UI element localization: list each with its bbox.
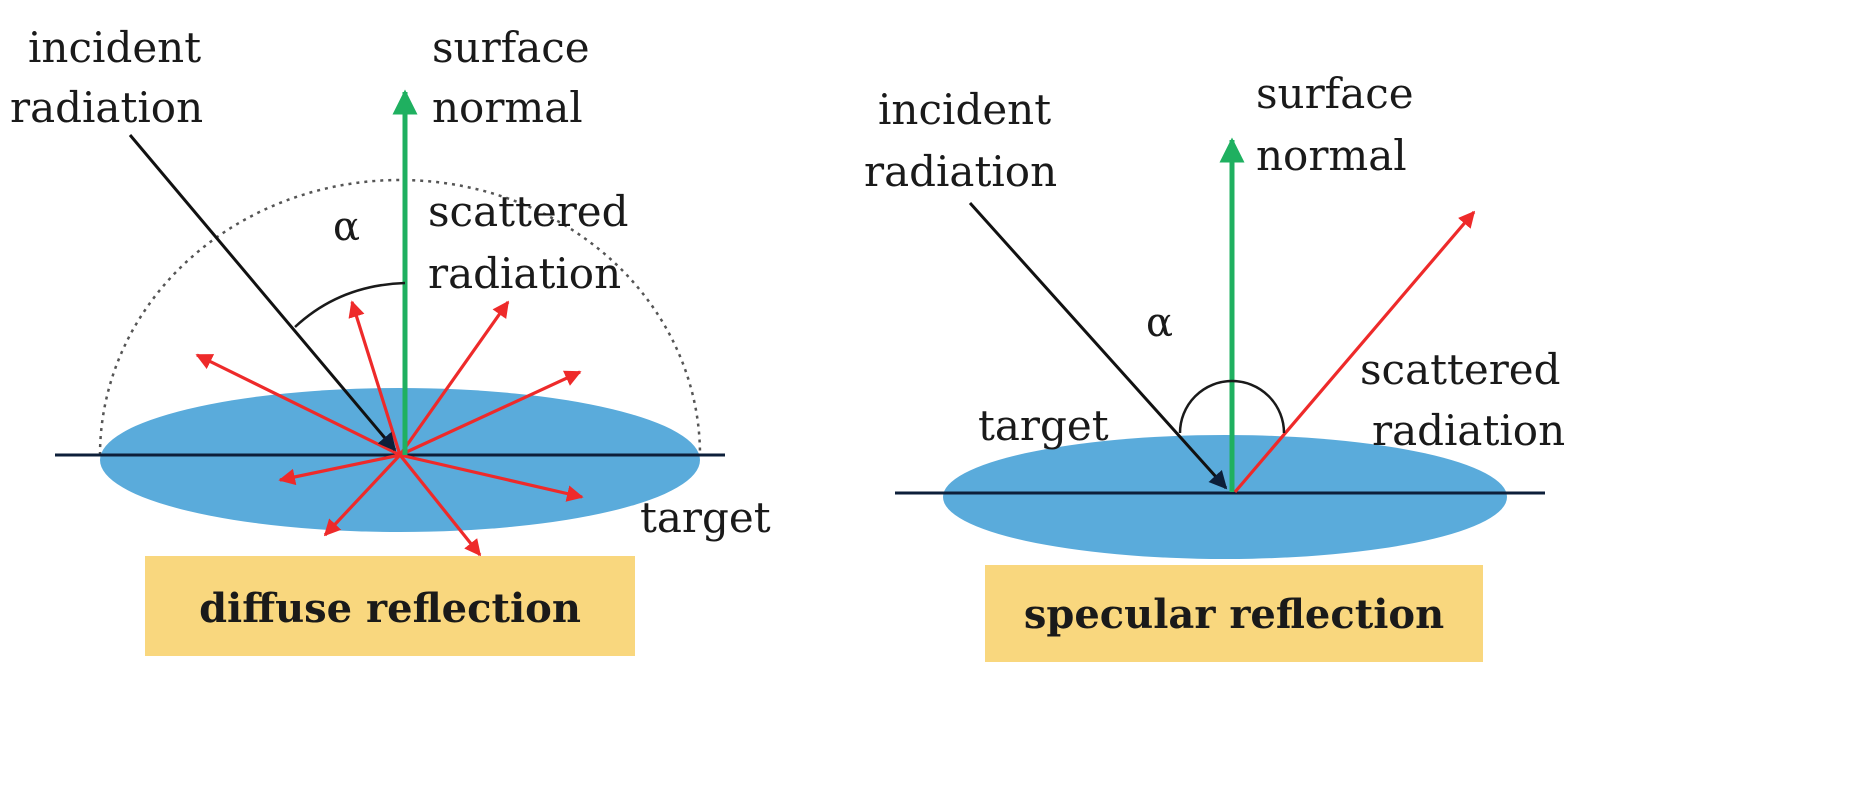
scatter-arrow (348, 300, 402, 456)
diffuse-incident-label-line1: incident (28, 23, 201, 72)
specular-normal-label-line1: surface (1256, 69, 1414, 118)
diffuse-angle-symbol: α (333, 204, 360, 250)
diffuse-incident-label-line2: radiation (10, 83, 203, 132)
diffuse-scattered-label-line2: radiation (428, 249, 621, 298)
diffuse-normal-label-line2: normal (432, 83, 583, 132)
specular-scattered-label-line2: radiation (1372, 406, 1565, 455)
specular-target-label: target (978, 401, 1109, 450)
specular-scattered-arrow (1233, 210, 1476, 494)
diffuse-caption-box (145, 556, 635, 656)
scatter-arrow (323, 453, 402, 537)
specular-normal-label-line2: normal (1256, 131, 1407, 180)
scatter-arrow (398, 300, 510, 456)
diffuse-target-surface (100, 388, 700, 532)
scatter-arrow (195, 353, 401, 457)
specular-caption-box (985, 565, 1483, 662)
diffuse-scattered-arrows (195, 300, 584, 557)
specular-scattered-label-line1: scattered (1360, 345, 1561, 394)
specular-angle-arc (1178, 379, 1286, 434)
diffuse-scattered-label-line1: scattered (428, 187, 629, 236)
diffuse-caption: diffuse reflection (199, 585, 581, 632)
specular-target-surface (943, 435, 1507, 559)
specular-reflection-diagram: incident radiation surface normal α scat… (864, 69, 1565, 662)
diffuse-angle-arc (294, 281, 406, 328)
diffuse-target-label: target (640, 493, 771, 542)
specular-incident-label-line1: incident (878, 85, 1051, 134)
specular-incident-label-line2: radiation (864, 147, 1057, 196)
diffuse-reflection-diagram: incident radiation surface normal scatte… (10, 23, 771, 656)
specular-caption: specular reflection (1024, 591, 1444, 638)
specular-angle-symbol: α (1146, 300, 1173, 346)
specular-incident-arrow (968, 201, 1228, 490)
diffuse-hemisphere (98, 178, 702, 456)
scatter-arrow (399, 370, 582, 457)
scatter-arrow (278, 453, 401, 486)
diffuse-normal-label-line1: surface (432, 23, 590, 72)
diffuse-incident-arrow (128, 134, 397, 452)
scatter-arrow (398, 454, 482, 557)
scatter-arrow (399, 453, 584, 502)
